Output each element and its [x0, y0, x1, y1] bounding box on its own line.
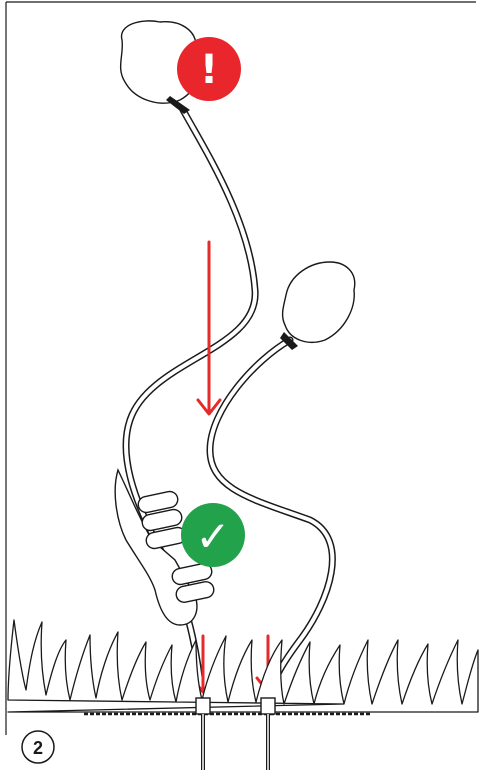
hand: [114, 468, 215, 626]
stake-base-left: [195, 697, 211, 715]
stake-base-right: [260, 697, 276, 715]
finger-2: [141, 508, 183, 532]
down-arrow-main: [196, 240, 222, 416]
plant-correct: [206, 261, 356, 704]
finger-5: [175, 581, 215, 603]
finger-1: [137, 490, 179, 514]
success-badge: ✓: [181, 503, 245, 567]
check-icon: ✓: [195, 512, 230, 561]
frame-border: [5, 1, 476, 735]
grass: [7, 619, 479, 713]
warning-badge-circle: [177, 37, 241, 101]
ground: [84, 697, 370, 770]
step-indicator: 2: [21, 730, 55, 764]
success-badge-circle: [181, 503, 245, 567]
arrows: [190, 240, 281, 694]
warning-badge: !: [177, 37, 241, 101]
step-number: 2: [33, 738, 43, 758]
exclamation-icon: !: [200, 47, 218, 93]
finger-4: [171, 562, 213, 586]
